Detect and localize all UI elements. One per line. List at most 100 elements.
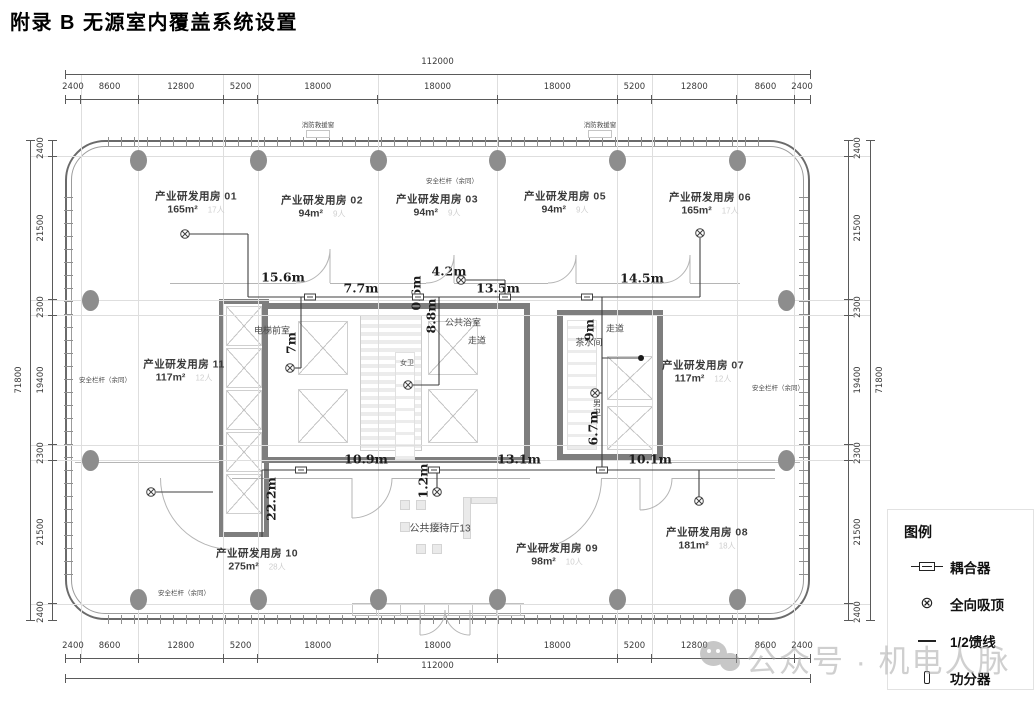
plan-label: 公共浴室 — [444, 317, 482, 328]
measurement-label: 6.7m — [585, 410, 601, 446]
dim-label: 2400 — [853, 137, 863, 159]
dim-tick — [377, 654, 379, 663]
dim-label: 12800 — [167, 82, 195, 92]
dim-line — [65, 99, 810, 100]
furniture — [416, 500, 426, 510]
window-ticks-right — [799, 185, 808, 575]
dim-total-label: 71800 — [875, 366, 885, 394]
room-name: 产业研发用房 05 — [523, 190, 607, 203]
legend-item-power-splitter: 功分器 — [904, 659, 1033, 696]
dim-tick — [809, 654, 811, 663]
grid-line — [257, 74, 259, 658]
grid-line — [223, 74, 225, 658]
dim-label: 2400 — [791, 82, 813, 92]
dim-tick — [616, 654, 618, 663]
structural-column — [370, 589, 387, 610]
dim-tick — [48, 155, 57, 157]
legend-title: 图例 — [904, 524, 932, 540]
dim-label: 2300 — [36, 441, 46, 464]
dim-label: 5200 — [229, 641, 252, 651]
dim-tick — [257, 95, 259, 104]
grid-line — [497, 74, 499, 658]
dim-label: 21500 — [853, 214, 863, 242]
plan-label: 茶水间 — [575, 337, 603, 348]
right-core — [557, 310, 663, 460]
dim-total-label: 112000 — [421, 661, 454, 671]
elevator-shaft — [226, 348, 262, 388]
structural-column — [778, 290, 795, 311]
dim-label: 18000 — [543, 641, 571, 651]
corridor-wall — [672, 478, 775, 479]
room-name: 产业研发用房 06 — [668, 191, 752, 204]
structural-column — [130, 150, 147, 171]
dim-label: 5200 — [623, 82, 646, 92]
dim-label: 8600 — [98, 641, 121, 651]
measurement-label: 1.2m — [415, 463, 431, 499]
grid-line — [617, 74, 619, 658]
grid-line — [30, 156, 870, 158]
corridor-wall — [170, 283, 296, 284]
dim-tick — [844, 444, 853, 446]
page-title: 附录 B 无源室内覆盖系统设置 — [10, 12, 299, 34]
measurement-label: 13.5m — [476, 280, 520, 296]
structural-column — [82, 450, 99, 471]
legend-panel: 图例 耦合器 ⊗ 全向吸顶 1/2馈线 功分器 — [887, 509, 1034, 690]
dim-tick — [793, 654, 795, 663]
dim-line — [870, 140, 871, 620]
dim-tick — [48, 299, 57, 301]
room-occupancy: 17人 — [207, 205, 225, 215]
dim-label: 2400 — [36, 137, 46, 159]
corridor-wall — [602, 478, 640, 479]
dim-tick — [64, 674, 66, 683]
dim-label: 2400 — [62, 641, 84, 651]
room-occupancy: 9人 — [576, 205, 589, 215]
elevator-shaft — [298, 321, 348, 375]
plan-label: 公共接待厅13 — [409, 523, 471, 535]
dim-tick — [48, 314, 57, 316]
structural-column — [778, 450, 795, 471]
dim-tick — [137, 95, 139, 104]
dim-label: 12800 — [680, 82, 708, 92]
plan-label: 安全栏杆（余同） — [79, 377, 131, 384]
room-name: 产业研发用房 10 — [215, 547, 299, 560]
dim-tick — [64, 654, 66, 663]
plan-label: 走道 — [605, 323, 625, 334]
room-occupancy: 18人 — [718, 541, 736, 551]
dim-label: 18000 — [543, 82, 571, 92]
furniture — [432, 544, 442, 554]
room-name: 产业研发用房 01 — [154, 190, 238, 203]
room-name: 产业研发用房 09 — [515, 542, 599, 555]
dim-tick — [844, 299, 853, 301]
dim-tick — [844, 314, 853, 316]
dim-tick — [26, 139, 35, 141]
structural-column — [729, 589, 746, 610]
dim-label: 19400 — [853, 366, 863, 394]
structural-column — [250, 589, 267, 610]
dim-label: 8600 — [754, 641, 777, 651]
room-name: 产业研发用房 11 — [143, 358, 225, 371]
fire-rescue-window — [306, 130, 330, 138]
room-name: 产业研发用房 02 — [280, 194, 364, 207]
dim-line — [30, 140, 31, 620]
dim-label: 2400 — [62, 82, 84, 92]
dim-tick — [137, 654, 139, 663]
dim-label: 2300 — [36, 296, 46, 319]
plan-label: 消防救援窗 — [583, 122, 617, 129]
grid-line — [794, 74, 796, 658]
dim-line — [65, 74, 810, 75]
dim-tick — [844, 619, 853, 621]
dim-tick — [809, 70, 811, 79]
measurement-label: 22.2m — [263, 477, 279, 521]
measurement-label: 10.9m — [344, 451, 388, 467]
grid-line — [377, 74, 379, 658]
omni-ceiling-antenna-icon: ⊗ — [920, 594, 934, 612]
dim-tick — [80, 95, 82, 104]
dim-tick — [866, 139, 875, 141]
dim-line — [52, 140, 53, 620]
toilet-fixtures — [567, 320, 597, 450]
furniture — [400, 500, 410, 510]
room-name: 产业研发用房 03 — [395, 193, 479, 206]
